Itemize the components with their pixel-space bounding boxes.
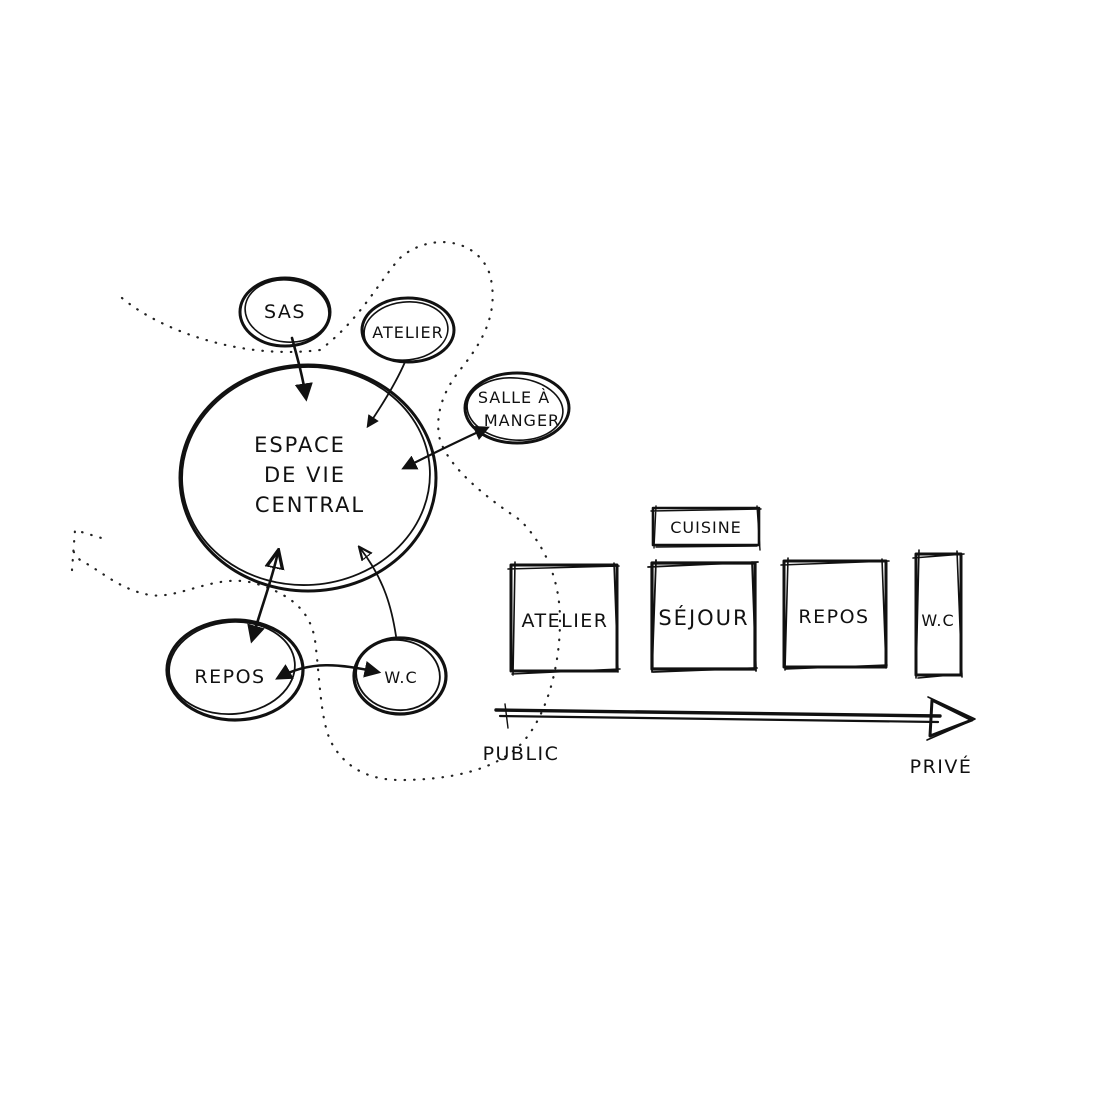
dining-room-bubble: SALLE À MANGER — [463, 371, 571, 445]
axis-start-label: PUBLIC — [483, 743, 560, 765]
central-label-line-3: CENTRAL — [255, 493, 365, 517]
repos-bubble: REPOS — [165, 618, 305, 722]
repos-bubble-label: REPOS — [194, 666, 265, 688]
sejour-label: SÉJOUR — [658, 605, 749, 630]
atelier-box: ATELIER — [507, 561, 621, 676]
central-label-line-2: DE VIE — [264, 463, 346, 487]
atelier-box-label: ATELIER — [521, 610, 608, 632]
arrow-atelier-to-central — [366, 361, 406, 429]
dining-room-label-line-2: MANGER — [484, 411, 560, 430]
repos-box: REPOS — [780, 557, 890, 671]
axis-end-label: PRIVÉ — [910, 755, 973, 778]
cuisine-label: CUISINE — [670, 518, 742, 537]
sas-bubble: SAS — [238, 276, 332, 348]
sas-label: SAS — [264, 301, 306, 323]
arrow-sas-to-central — [290, 336, 313, 402]
wc-box: W.C — [912, 549, 965, 679]
cuisine-box: CUISINE — [650, 505, 762, 551]
atelier-bubble-label: ATELIER — [372, 323, 443, 342]
dining-room-label-line-1: SALLE À — [478, 388, 550, 407]
atelier-bubble: ATELIER — [360, 296, 456, 364]
sejour-box: SÉJOUR — [647, 559, 759, 673]
dotted-arrow-tip — [70, 528, 110, 572]
repos-box-label: REPOS — [798, 606, 869, 628]
public-private-axis: PUBLIC PRIVÉ — [483, 696, 976, 778]
arrow-wc-to-central — [360, 548, 397, 637]
arrow-repos-to-wc — [275, 661, 382, 680]
arrow-central-to-repos — [252, 552, 278, 640]
wc-bubble-label: W.C — [384, 668, 417, 687]
central-label-line-1: ESPACE — [254, 433, 346, 457]
arrow-dining-to-central — [401, 425, 490, 470]
wc-bubble: W.C — [352, 636, 448, 716]
wc-box-label: W.C — [921, 611, 954, 630]
